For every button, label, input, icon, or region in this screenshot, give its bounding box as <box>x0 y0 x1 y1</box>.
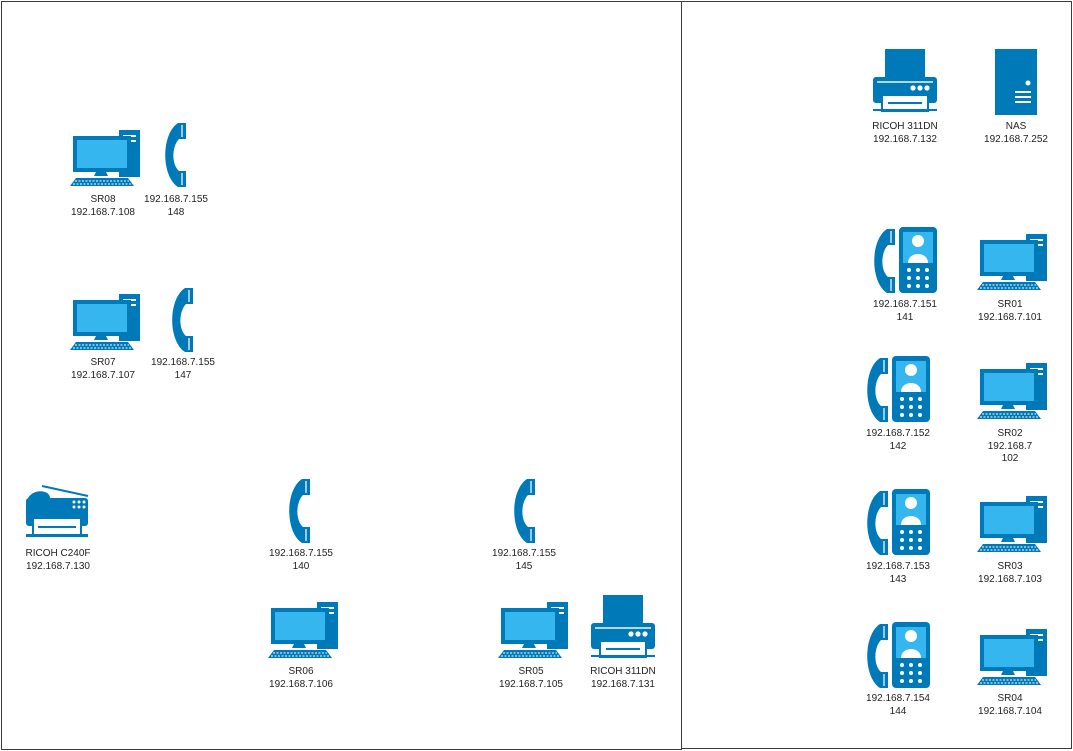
device-label-line-1: SR06 <box>288 666 314 677</box>
fax-machine-icon <box>24 482 90 538</box>
computer-icon <box>975 625 1049 685</box>
device-label-line-1: 192.168.7.153 <box>866 561 930 572</box>
device-label-line-1: RICOH C240F <box>25 548 91 559</box>
device-label-line-2: 140 <box>292 560 310 572</box>
device-label-line-1: SR08 <box>90 194 116 205</box>
device-label-line-2: 142 <box>889 440 907 452</box>
server-icon <box>995 49 1037 115</box>
video-phone-icon <box>862 356 934 422</box>
room-right <box>681 1 1072 749</box>
computer-icon <box>975 230 1049 290</box>
device-label-line-1: SR02 <box>997 428 1023 439</box>
device-label-line-1: 192.168.7.155 <box>151 357 215 368</box>
device-label-line-2: 141 <box>896 311 914 323</box>
device-label-line-1: 192.168.7.154 <box>866 693 930 704</box>
phone-handset-icon <box>509 477 539 545</box>
computer-icon <box>496 598 570 658</box>
device-label-line-1: 192.168.7.152 <box>866 428 930 439</box>
device-label-line-2: 192.168.7.131 <box>591 678 655 690</box>
device-label-line-2: 192.168.7.104 <box>978 705 1042 717</box>
computer-icon <box>266 598 340 658</box>
computer-icon <box>68 290 142 350</box>
device-label-line-3: 102 <box>1001 453 1019 464</box>
phone-handset-icon <box>167 286 197 354</box>
device-label-line-1: SR03 <box>997 561 1023 572</box>
phone-handset-icon <box>284 477 314 545</box>
computer-icon <box>68 126 142 186</box>
device-label-line-1: SR01 <box>997 299 1023 310</box>
device-label-line-1: SR05 <box>518 666 544 677</box>
device-label-line-2: 144 <box>889 705 907 717</box>
device-label-line-2: 147 <box>174 369 192 381</box>
printer-icon <box>873 49 937 112</box>
device-label-line-2: 143 <box>889 573 907 585</box>
device-label-line-2: 148 <box>167 206 185 218</box>
device-label-line-2: 192.168.7.105 <box>499 678 563 690</box>
device-label-line-1: SR07 <box>90 357 116 368</box>
phone-handset-icon <box>160 121 190 189</box>
device-label-line-2: 192.168.7.107 <box>71 369 135 381</box>
device-label-line-1: RICOH 311DN <box>872 121 938 132</box>
device-label-line-1: 192.168.7.151 <box>873 299 937 310</box>
device-label-line-1: 192.168.7.155 <box>269 548 333 559</box>
video-phone-icon <box>862 489 934 555</box>
device-label-line-1: 192.168.7.155 <box>492 548 556 559</box>
device-label-line-2: 192.168.7.103 <box>978 573 1042 585</box>
device-label-line-1: 192.168.7.155 <box>144 194 208 205</box>
computer-icon <box>975 359 1049 419</box>
device-label-line-1: NAS <box>1005 121 1027 132</box>
device-label-line-2: 192.168.7.106 <box>269 678 333 690</box>
device-label-line-2: 192.168.7.130 <box>26 560 90 572</box>
device-label-line-2: 192.168.7.108 <box>71 206 135 218</box>
device-label-line-1: SR04 <box>997 693 1023 704</box>
device-label-line-1: RICOH 311DN <box>590 666 656 677</box>
device-label-line-2: 145 <box>515 560 533 572</box>
printer-icon <box>591 595 655 658</box>
device-label-line-2: 192.168.7 <box>987 440 1033 452</box>
device-label-line-2: 192.168.7.101 <box>978 311 1042 323</box>
video-phone-icon <box>862 622 934 688</box>
computer-icon <box>975 492 1049 552</box>
video-phone-icon <box>869 227 941 293</box>
device-label-line-2: 192.168.7.252 <box>984 133 1048 145</box>
device-label-line-2: 192.168.7.132 <box>873 133 937 145</box>
